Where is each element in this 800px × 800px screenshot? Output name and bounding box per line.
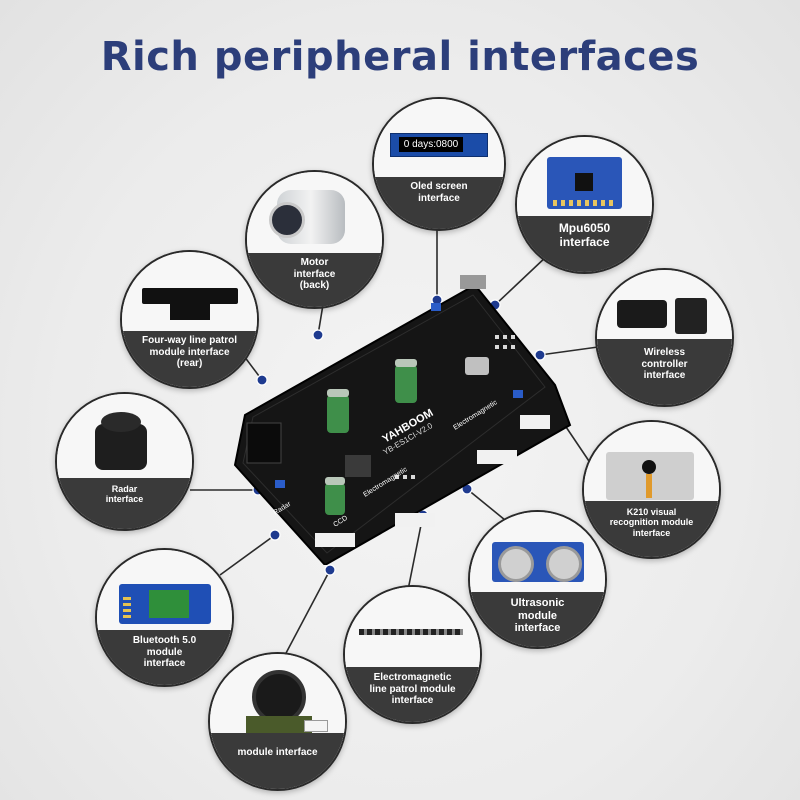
camera-bubble: module interface xyxy=(208,652,347,791)
electromagnetic-module-image xyxy=(359,629,463,635)
oled-display-text: 0 days:0800 xyxy=(399,137,463,152)
mpu6050-interface-label: Mpu6050 interface xyxy=(558,221,611,249)
motor-interface-label: Motor interface (back) xyxy=(293,257,336,291)
oled-bubble: 0 days:0800 Oled screen interface xyxy=(372,97,506,231)
radar-bubble: Radar interface xyxy=(55,392,194,531)
k210-bubble: K210 visual recognition module interface xyxy=(582,420,721,559)
camera-interface-label: module interface xyxy=(237,747,318,758)
capacitor xyxy=(395,359,417,403)
k210-interface-label: K210 visual recognition module interface xyxy=(609,507,694,538)
oled-screen: 0 days:0800 xyxy=(390,133,488,157)
page-title: Rich peripheral interfaces xyxy=(100,34,700,80)
wireless-interface-label: Wireless controller interface xyxy=(641,347,688,381)
capacitor xyxy=(325,477,345,515)
mpu6050-bubble: Mpu6050 interface xyxy=(515,135,654,274)
control-board: YAHBOOM YB-ES1CI-V2.0 Electromagnetic El… xyxy=(215,265,580,567)
line-patrol-module-image xyxy=(142,288,238,304)
oled-interface-label: Oled screen interface xyxy=(410,181,468,204)
capacitor xyxy=(327,389,349,433)
wireless-bubble: Wireless controller interface xyxy=(595,268,734,407)
four-way-line-interface-label: Four-way line patrol module interface (r… xyxy=(141,335,237,369)
electromagnetic-bubble: Electromagnetic line patrol module inter… xyxy=(343,585,482,724)
wireless-receiver-image xyxy=(617,300,667,328)
ultrasonic-bubble: Ultrasonic module interface xyxy=(468,510,607,649)
motor-bubble: Motor interface (back) xyxy=(245,170,384,309)
mpu6050-module xyxy=(547,157,622,209)
electromagnetic-interface-label: Electromagnetic line patrol module inter… xyxy=(369,672,456,706)
four-way-line-bubble: Four-way line patrol module interface (r… xyxy=(120,250,259,389)
bluetooth-interface-label: Bluetooth 5.0 module interface xyxy=(132,635,197,669)
ultrasonic-interface-label: Ultrasonic module interface xyxy=(510,597,565,635)
radar-interface-label: Radar interface xyxy=(105,484,144,505)
